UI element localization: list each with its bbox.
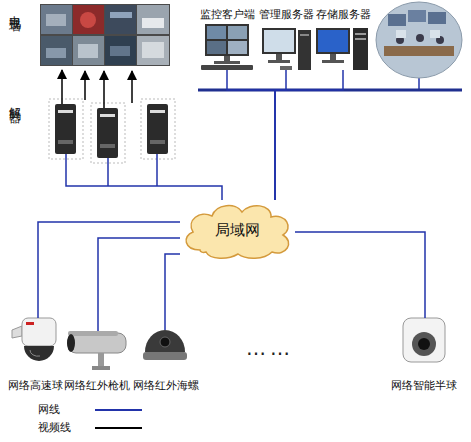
server-bus — [198, 89, 462, 92]
legend-entry: 网线 — [38, 401, 71, 419]
network-line — [38, 222, 180, 318]
network-line-wires — [66, 70, 419, 186]
network-line — [227, 78, 275, 200]
half-dome-illustration — [403, 318, 445, 362]
network-line — [66, 164, 222, 200]
node-label: 局域网 — [215, 221, 260, 239]
management-computer — [262, 28, 311, 70]
network-line — [98, 238, 180, 331]
node-label: 存储服务器 — [316, 8, 371, 21]
bullet-camera-illustration — [67, 331, 126, 370]
legend-video-line — [95, 427, 142, 429]
client-computer — [201, 24, 253, 70]
half-dome-camera: 网络智能半球 — [386, 318, 462, 392]
node-label: 网络红外海螺 — [133, 379, 199, 392]
control-room-photo — [376, 2, 462, 78]
node-label: 网络智能半球 — [391, 379, 457, 392]
dome-camera-illustration — [143, 330, 187, 360]
node-label: 网络红外枪机 — [64, 379, 130, 392]
node-label: 电视墙 — [8, 6, 22, 12]
video-line — [61, 70, 63, 94]
speed-dome-illustration — [12, 318, 56, 361]
decoder-group: 解码器 — [6, 94, 178, 164]
node-label: 监控客户端 — [200, 8, 255, 21]
bullet-camera: 网络红外枪机 — [62, 331, 132, 392]
legend-entry: 视频线 — [38, 419, 71, 437]
tv-wall: 电视墙 — [6, 2, 174, 70]
network-line — [165, 254, 180, 330]
node-label: 解码器 — [8, 98, 22, 104]
storage-server: 存储服务器 — [314, 8, 372, 78]
lan-cloud: 局域网 — [180, 200, 295, 260]
network-line — [275, 78, 286, 200]
legend-text: 视频线 — [38, 421, 71, 434]
node-label: 管理服务器 — [259, 8, 314, 21]
storage-computer — [316, 28, 368, 70]
cloud-shape — [186, 206, 289, 259]
network-line — [275, 78, 343, 200]
video-line-wires — [62, 71, 132, 108]
network-line — [295, 232, 425, 318]
speed-dome-camera: 网络高速球 — [4, 318, 66, 392]
management-server: 管理服务器 — [258, 8, 314, 78]
client-pc: 监控客户端 — [196, 8, 258, 78]
tv-wall-screens — [40, 4, 170, 66]
legend-network-line — [95, 409, 142, 411]
node-label: 网络高速球 — [8, 379, 63, 392]
legend: 网线视频线 — [38, 401, 71, 437]
legend-text: 网线 — [38, 403, 60, 416]
dome-camera: 网络红外海螺 — [130, 330, 202, 392]
decoder-devices — [49, 99, 175, 163]
ellipsis-marker: …… — [246, 336, 294, 360]
